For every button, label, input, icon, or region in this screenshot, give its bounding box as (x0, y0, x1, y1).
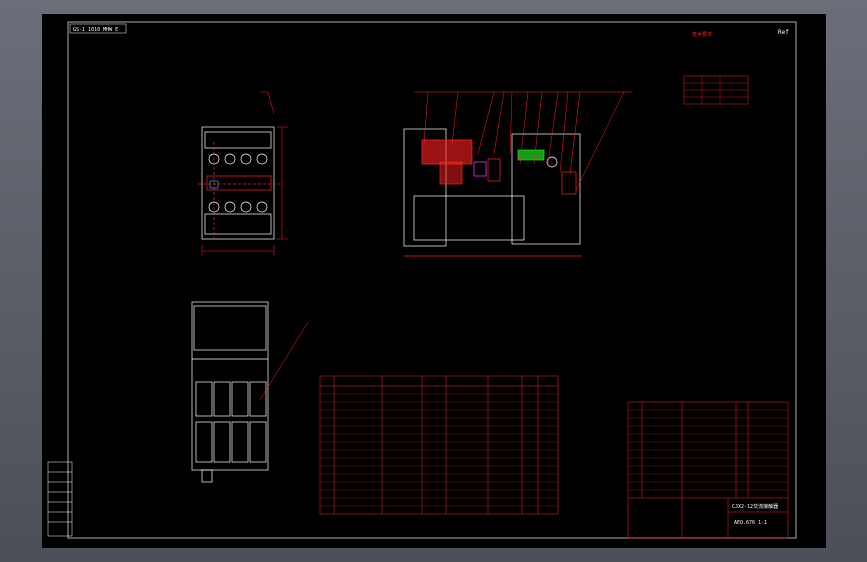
section-view (403, 128, 582, 257)
title-block (627, 401, 789, 539)
front-view (198, 126, 280, 240)
revision-stamp (47, 461, 73, 537)
bottom-view (191, 301, 309, 483)
top-right-mark: Ref (778, 29, 789, 36)
parts-table (319, 375, 559, 515)
frame-code-box (69, 23, 127, 34)
cad-drawing: GS-1 1010 MHW E Ref (47, 21, 797, 539)
title-block-name: CJX2-12交流接触器 (732, 503, 778, 510)
notes-heading: 技术要求 (692, 31, 712, 38)
front-view-dims (201, 91, 288, 255)
drawing-border (67, 21, 797, 539)
title-block-rows (628, 409, 788, 491)
title-block-code: AEO.676 1-1 (734, 520, 767, 526)
parts-table-rows (320, 393, 558, 507)
technical-notes: 技术要求 (683, 31, 749, 105)
drawing-canvas[interactable]: GS-1 1010 MHW E Ref (42, 14, 826, 548)
section-leaders (414, 91, 632, 191)
frame-code: GS-1 1010 MHW E (73, 27, 118, 33)
